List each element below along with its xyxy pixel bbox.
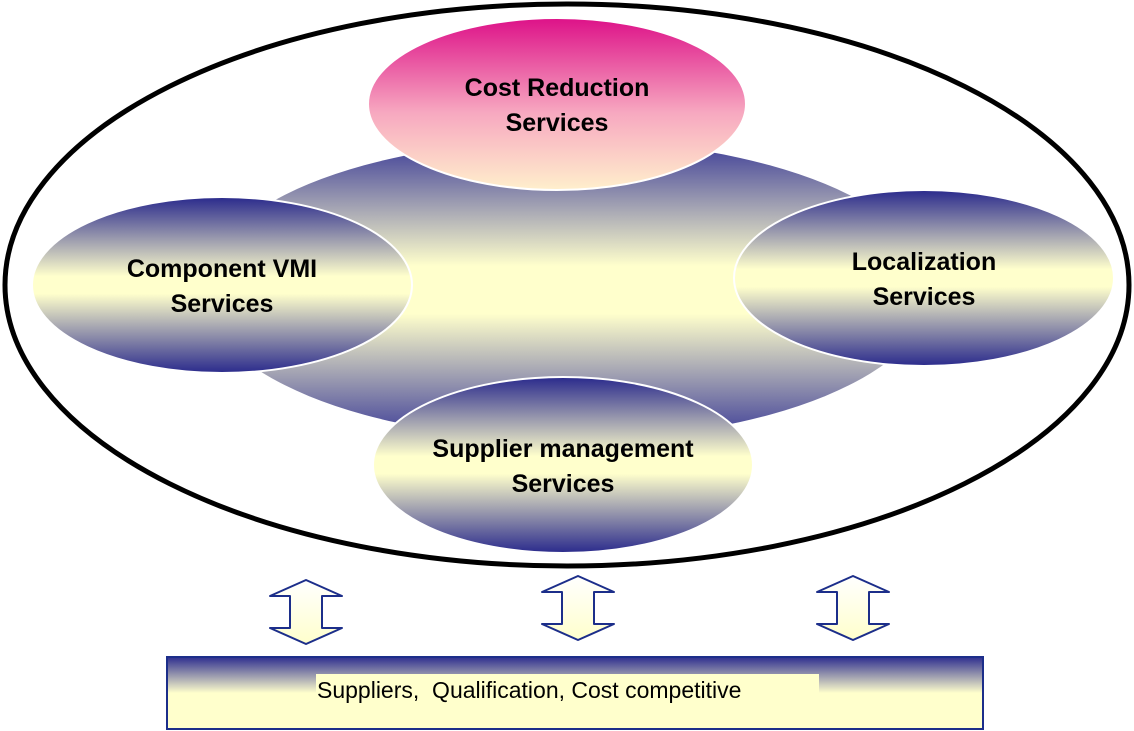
localization-ellipse [733, 189, 1115, 367]
cost-reduction-label-line2: Services [506, 109, 609, 137]
supplier-management-label-line2: Services [512, 470, 615, 498]
cost-reduction-ellipse [367, 17, 747, 191]
double-arrow-right-icon [816, 575, 890, 641]
supplier-base-label: Suppliers, Qualification, Cost competiti… [317, 677, 741, 703]
supplier-management-ellipse [372, 376, 754, 554]
component-vmi-ellipse [31, 196, 413, 374]
supplier-base-bar: Suppliers, Qualification, Cost competiti… [166, 656, 984, 730]
node-component-vmi: Component VMI Services [31, 196, 413, 374]
double-arrow-center-icon [541, 575, 615, 641]
node-supplier-management: Supplier management Services [372, 376, 754, 554]
supplier-management-label-line1: Supplier management [432, 435, 694, 463]
center-hub-ellipse [202, 140, 932, 440]
double-arrow-left-icon [269, 579, 343, 645]
cost-reduction-label-line1: Cost Reduction [465, 74, 650, 102]
node-cost-reduction: Cost Reduction Services [367, 17, 747, 191]
supplier-base-label-highlight [316, 674, 819, 706]
component-vmi-label-line2: Services [171, 290, 274, 318]
node-localization: Localization Services [733, 189, 1115, 367]
component-vmi-label-line1: Component VMI [127, 255, 317, 283]
localization-label-line1: Localization [852, 248, 996, 276]
localization-label-line2: Services [873, 283, 976, 311]
